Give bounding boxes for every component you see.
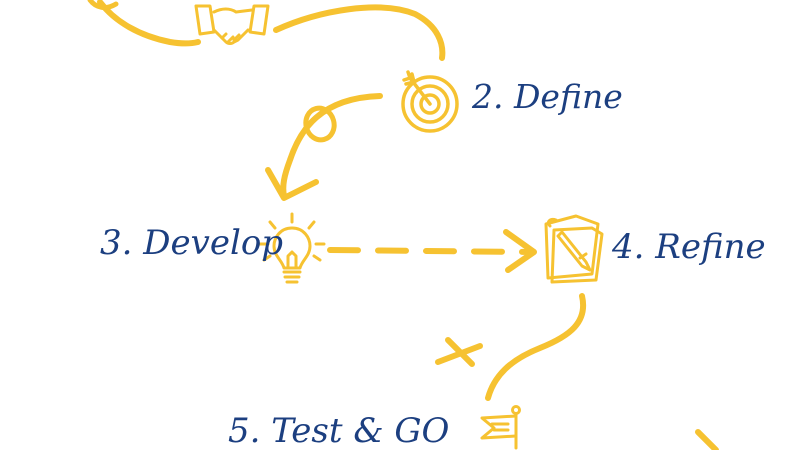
step-label-refine: 4. Refine (612, 227, 766, 267)
path-handshake-to-define (273, 4, 446, 61)
lightbulb-icon (258, 212, 326, 284)
cross-doodle (435, 337, 483, 367)
path-top-left-swoop (97, 0, 201, 47)
target-icon (401, 70, 459, 133)
notepad-pencil-icon (544, 214, 604, 284)
handshake-icon (194, 4, 270, 45)
circle-doodle-top-left (87, 0, 119, 10)
dashed-arrow-develop-to-refine (327, 247, 533, 255)
step-label-define: 2. Define (472, 77, 623, 116)
arrowhead-to-refine (503, 229, 537, 273)
stroke-bottom-right (695, 429, 719, 450)
path-define-to-develop (280, 93, 383, 199)
step-label-develop: 3. Develop (100, 223, 284, 263)
flag-icon (480, 405, 521, 450)
step-label-test-go: 5. Test & GO (228, 411, 450, 450)
circle-doodle-mid (303, 105, 337, 143)
path-refine-to-test (485, 293, 587, 401)
arrowhead-to-develop (265, 167, 319, 201)
